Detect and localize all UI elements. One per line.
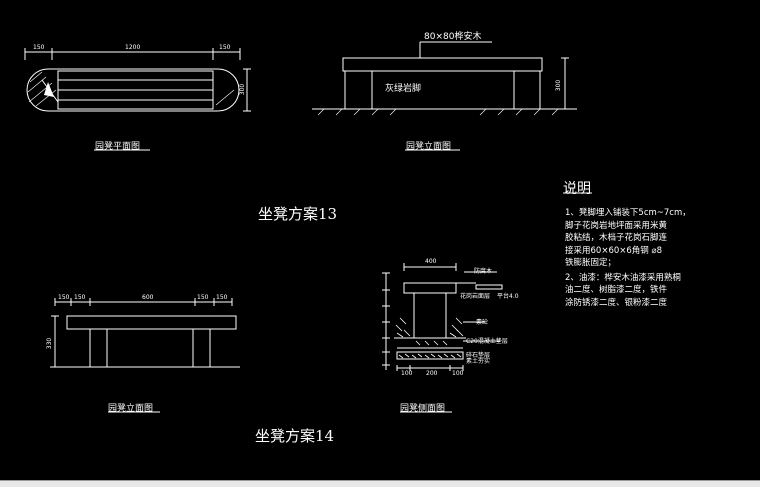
section14-label-3: 平台4.0 [497, 293, 519, 300]
plan13-caption: 园凳平面图 [95, 142, 141, 152]
notes-line: 1、凳脚埋入铺装下5cm~7cm， [565, 208, 691, 218]
section14-bottom-dim-1: 100 [401, 370, 413, 377]
scheme-14-title: 坐凳方案14 [255, 427, 335, 445]
bench-plan-13 [24, 48, 251, 151]
gravel-pattern [395, 317, 464, 359]
plan13-side-dim: 300 [239, 83, 247, 96]
status-bar [0, 480, 760, 487]
elev14-dim-1: 150 [58, 294, 70, 301]
elev14-dim-5: 150 [216, 294, 228, 301]
bench-elevation-13 [312, 41, 577, 151]
plan13-dim-left: 150 [33, 44, 45, 51]
scheme-13-title: 坐凳方案13 [258, 205, 338, 223]
section14-label-4: 素砼 [476, 319, 489, 326]
section14-bottom-dim-3: 100 [452, 370, 464, 377]
section14-top-dim: 400 [425, 258, 437, 265]
section14-label-1: 防腐木 [474, 268, 493, 275]
section14-label-7: 素土夯实 [466, 358, 491, 365]
elev13-top-label: 80×80桦安木 [424, 32, 482, 42]
elev13-caption: 园凳立面图 [406, 142, 452, 152]
elev14-side-dim: 330 [46, 337, 54, 350]
notes-line: 油二度、树脂漆二度，铁件 [565, 285, 668, 295]
elev14-dim-3: 600 [142, 294, 154, 301]
section14-bottom-dim-2: 200 [426, 370, 438, 377]
notes-line: 铁膨胀固定； [565, 258, 617, 268]
notes-line: 涂防锈漆二度、银粉漆二度 [565, 297, 668, 308]
section14-label-5: C20混凝土垫层 [466, 338, 508, 345]
notes-line: 2、油漆：桦安木油漆采用熟桐 [565, 272, 681, 283]
elev14-dim-2: 150 [74, 294, 86, 301]
section14-caption: 园凳侧面图 [400, 404, 446, 414]
elev14-caption: 园凳立面图 [108, 404, 154, 414]
ground-hatch-13 [317, 108, 559, 116]
plan13-end-hatch [27, 71, 235, 107]
notes-line: 胶粘结，木档子花岗石脚连 [565, 233, 668, 243]
notes-heading: 说明 [563, 181, 591, 197]
notes-list: 1、凳脚埋入铺装下5cm~7cm， 脚子花岗岩地坪面采用米黄 胶粘结，木档子花岗… [565, 207, 691, 309]
notes-line: 脚子花岗岩地坪面采用米黄 [565, 220, 668, 231]
plan13-dim-right: 150 [219, 44, 231, 51]
elev13-inner-label: 灰绿岩脚 [385, 84, 422, 94]
bench-section-14 [382, 263, 503, 413]
section14-label-2: 花岗岩面层 [460, 293, 491, 300]
bench-elevation-14 [50, 298, 240, 413]
elev14-dim-4: 150 [197, 294, 209, 301]
section14-label-6: 碎石垫层 [466, 352, 491, 359]
notes-line: 接采用60×60×6角钢 ⌀8 [565, 245, 663, 256]
elev13-side-dim: 300 [555, 79, 563, 92]
plan13-dim-mid: 1200 [125, 44, 141, 51]
